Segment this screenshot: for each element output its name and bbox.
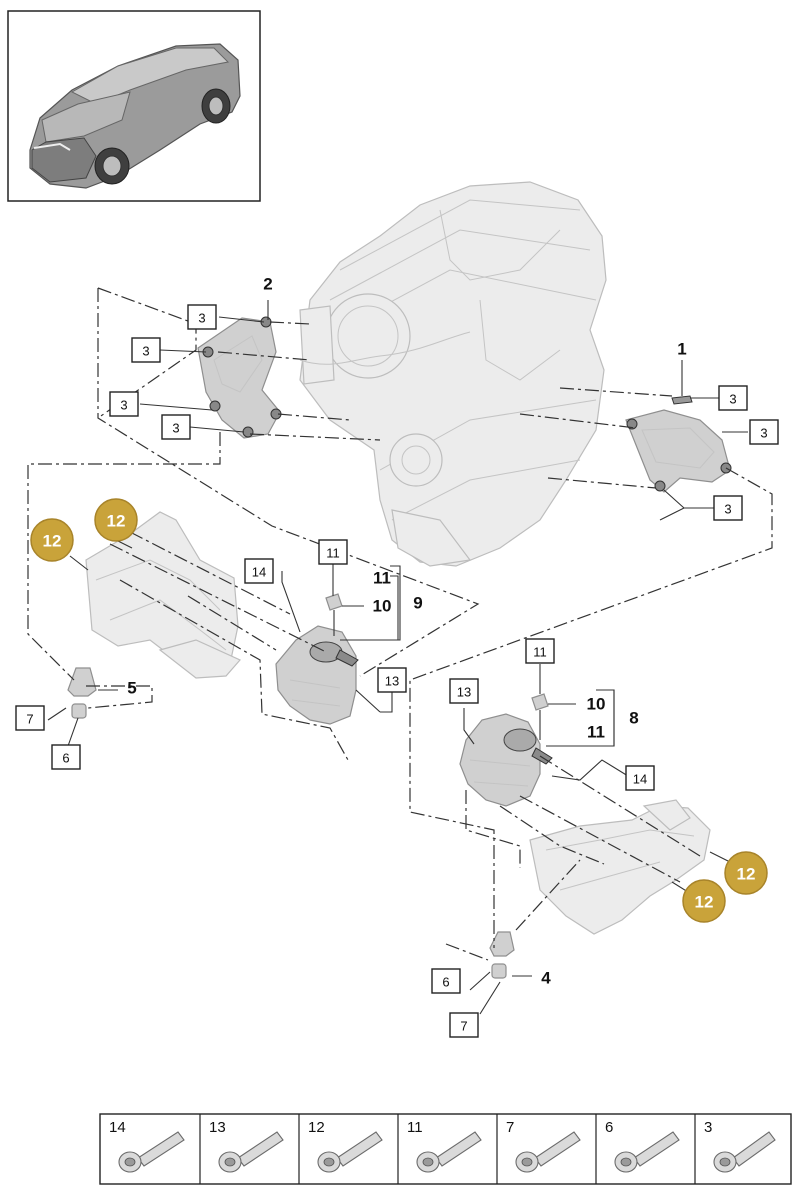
part-number-box: 11	[318, 539, 348, 565]
callout-4: 4	[541, 969, 551, 988]
part-number-text: 3	[729, 392, 736, 407]
callout-10-upper: 10	[373, 597, 392, 616]
part-number-box: 13	[377, 667, 407, 693]
nut-part-10-right	[531, 693, 549, 711]
engine-illustration	[299, 181, 607, 567]
part-number-box: 3	[109, 391, 139, 417]
badge-text: 12	[43, 532, 62, 551]
bolt-icon	[118, 1131, 185, 1173]
leader-lines	[27, 287, 773, 1015]
part-number-box: 3	[131, 337, 161, 363]
part-number-text: 14	[633, 772, 647, 787]
part-12-badge: 12	[30, 518, 74, 562]
part-number-text: 3	[142, 344, 149, 359]
part-number-text: 7	[460, 1019, 467, 1034]
part-number-text: 3	[198, 311, 205, 326]
part-number-box: 7	[15, 705, 45, 731]
part-number-text: 11	[533, 645, 547, 660]
bolt-icon	[713, 1131, 776, 1173]
callout-labels: 2 1 5 4 9 8 11 10 10 11	[127, 275, 686, 988]
part-number-text: 3	[120, 398, 127, 413]
subframe-bracket-right	[529, 799, 711, 935]
legend-number: 13	[209, 1119, 226, 1136]
nut-part-10-left	[325, 593, 343, 611]
legend-cell: 6	[595, 1114, 680, 1184]
part-number-text: 7	[26, 712, 33, 727]
badge-text: 12	[737, 865, 756, 884]
fastener-legend: 14 13 12 11 7 6 3	[99, 1113, 792, 1185]
support-part-5	[67, 667, 97, 719]
callout-11-lower: 11	[587, 723, 605, 742]
legend-cell: 13	[199, 1114, 284, 1184]
engine-bracket-left	[197, 316, 282, 439]
badge-text: 12	[107, 512, 126, 531]
part-number-text: 6	[62, 751, 69, 766]
engine-mount-left	[275, 625, 359, 725]
bolt-icon	[416, 1131, 482, 1173]
legend-cell: 12	[298, 1114, 383, 1184]
car-image	[29, 43, 241, 189]
legend-cell: 7	[496, 1114, 581, 1184]
legend-number: 3	[704, 1119, 712, 1136]
engine-mount-right	[459, 713, 553, 807]
subframe-bracket-left	[85, 511, 241, 679]
part-number-box: 14	[625, 765, 655, 791]
callout-10-lower: 10	[587, 695, 606, 714]
legend-cell: 3	[694, 1114, 776, 1184]
part-number-box: 14	[244, 558, 274, 584]
part-number-box: 7	[449, 1012, 479, 1038]
part-number-box: 6	[431, 968, 461, 994]
bolt-icon	[515, 1131, 581, 1173]
callout-9: 9	[413, 594, 422, 613]
vehicle-thumbnail	[7, 10, 261, 202]
callout-8: 8	[629, 709, 638, 728]
bolt-icon	[614, 1131, 680, 1173]
legend-number: 12	[308, 1119, 325, 1136]
part-number-box: 3	[718, 385, 748, 411]
part-number-text: 3	[724, 502, 731, 517]
part-12-badge: 12	[94, 498, 138, 542]
bolt-icon	[218, 1131, 284, 1173]
part-number-box: 3	[187, 304, 217, 330]
part-number-text: 13	[385, 674, 399, 689]
callout-1: 1	[677, 340, 686, 359]
engine-bracket-right	[625, 395, 732, 493]
part-number-box: 3	[161, 414, 191, 440]
legend-number: 14	[109, 1119, 126, 1136]
support-part-4	[489, 931, 515, 979]
part-number-box: 11	[525, 638, 555, 664]
legend-cell: 11	[397, 1114, 482, 1184]
part-number-text: 3	[172, 421, 179, 436]
part-number-box: 3	[749, 419, 779, 445]
part-12-badge: 12	[724, 851, 768, 895]
bolt-icon	[317, 1131, 383, 1173]
callout-2: 2	[263, 275, 272, 294]
legend-cell: 14	[109, 1119, 185, 1173]
part-number-box: 6	[51, 744, 81, 770]
badge-layer: 12 12 12 12	[30, 498, 768, 923]
part-number-text: 6	[442, 975, 449, 990]
part-number-text: 14	[252, 565, 266, 580]
legend-number: 6	[605, 1119, 613, 1136]
callout-5: 5	[127, 679, 136, 698]
badge-text: 12	[695, 893, 714, 912]
part-number-box: 13	[449, 678, 479, 704]
part-number-text: 11	[326, 546, 340, 561]
part-number-box: 3	[713, 495, 743, 521]
part-12-badge: 12	[682, 879, 726, 923]
legend-number: 7	[506, 1119, 514, 1136]
part-number-text: 13	[457, 685, 471, 700]
legend-number: 11	[407, 1119, 423, 1136]
callout-11-upper: 11	[373, 569, 391, 588]
part-number-text: 3	[760, 426, 767, 441]
